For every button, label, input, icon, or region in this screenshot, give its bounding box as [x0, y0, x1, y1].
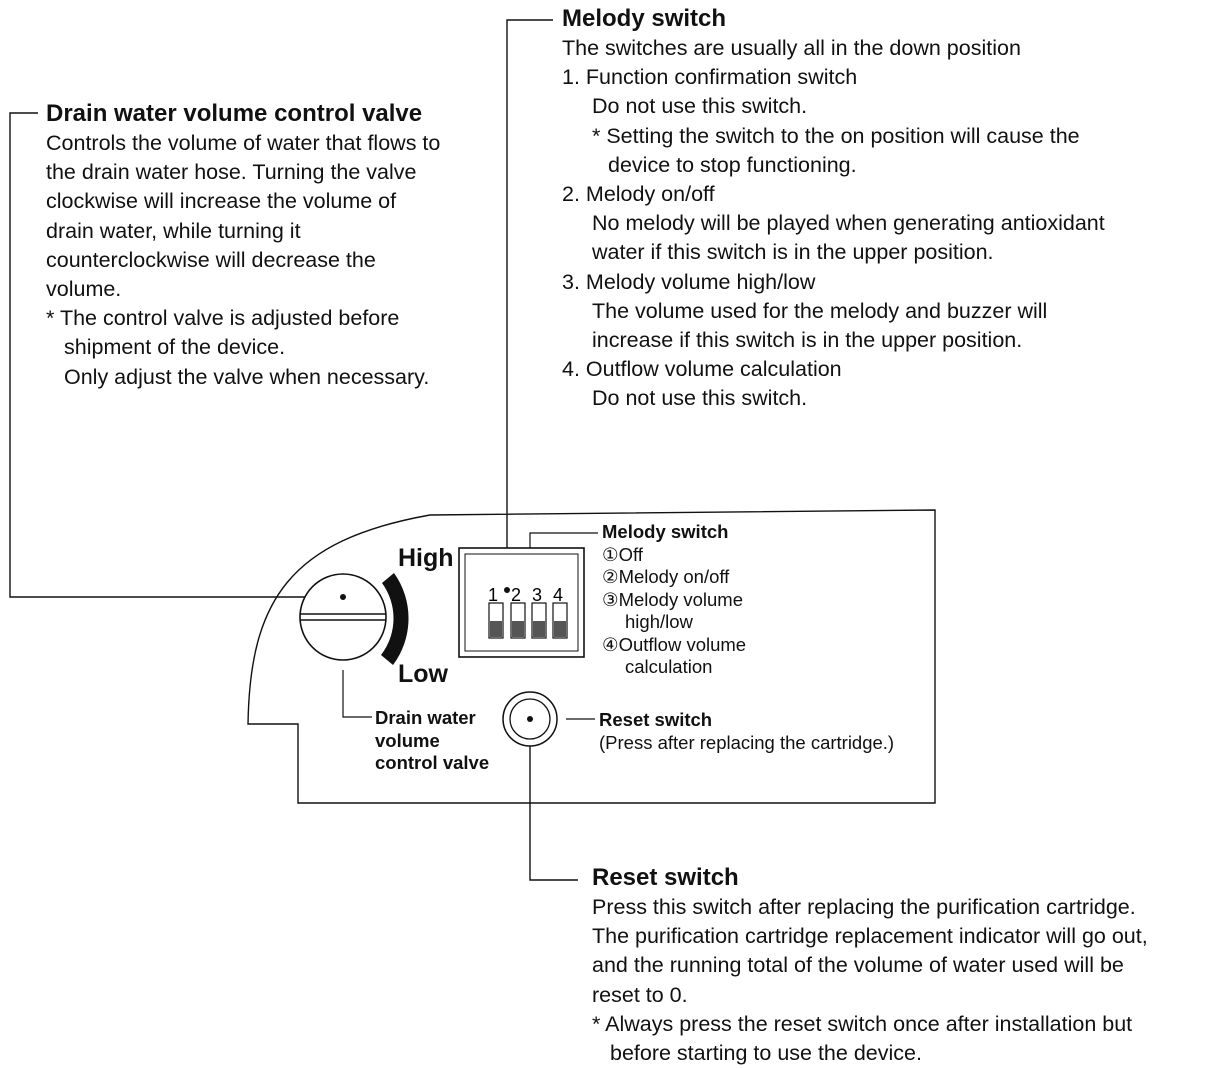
drain-note-3: Only adjust the valve when necessary.: [64, 364, 430, 389]
drain-panel-label-1: Drain water: [375, 707, 476, 728]
switch-number-4: 4: [553, 585, 563, 605]
melody-legend-item-1: ①Off: [602, 543, 643, 565]
melody-item-3-label: 3. Melody volume high/low: [562, 269, 816, 294]
melody-item-2-desc2: water if this switch is in the upper pos…: [592, 240, 994, 265]
melody-leader-line: [506, 19, 553, 590]
drain-valve-panel-label: Drain water volume control valve: [375, 707, 489, 775]
melody-legend-item-4: ④Outflow volume: [602, 633, 747, 655]
drain-valve-description: Drain water volume control valve Control…: [46, 99, 440, 392]
melody-item-1-desc: Do not use this switch.: [592, 94, 808, 119]
reset-leader-line: [529, 719, 578, 881]
reset-line-2: The purification cartridge replacement i…: [592, 924, 1148, 949]
melody-legend-item-4-cont: calculation: [625, 656, 713, 677]
melody-item-4-desc1: Do not use this switch.: [592, 386, 808, 411]
melody-legend-title: Melody switch: [602, 521, 729, 542]
drain-valve-title: Drain water volume control valve: [46, 100, 423, 127]
switch-number-2: 2: [511, 585, 521, 605]
drain-line-2: the drain water hose. Turning the valve: [46, 160, 417, 185]
melody-legend-item-2: ②Melody on/off: [602, 566, 730, 587]
melody-item-2-label: 2. Melody on/off: [562, 182, 715, 207]
melody-legend-item-3: ③Melody volume: [602, 588, 743, 610]
melody-item-1-label: 1. Function confirmation switch: [562, 65, 858, 90]
drain-line-4: drain water, while turning it: [46, 218, 301, 243]
melody-item-3-desc1: The volume used for the melody and buzze…: [592, 298, 1048, 323]
melody-switch-legend: Melody switch ①Off ②Melody on/off ③Melod…: [602, 521, 746, 679]
melody-item-1-note1: * Setting the switch to the on position …: [592, 123, 1080, 148]
drain-line-5: counterclockwise will decrease the: [46, 247, 376, 272]
reset-line-4: reset to 0.: [592, 982, 688, 1007]
melody-intro: The switches are usually all in the down…: [562, 36, 1021, 60]
low-label: Low: [398, 660, 448, 688]
switch-number-1: 1: [488, 585, 498, 605]
reset-switch-title: Reset switch: [592, 864, 739, 891]
melody-item-1-note2: device to stop functioning.: [608, 152, 857, 177]
drain-panel-label-2: volume: [375, 729, 440, 751]
drain-leader-line: [9, 112, 343, 598]
melody-switch-description: Melody switch The switches are usually a…: [562, 4, 1105, 414]
drain-valve-dial: [299, 573, 409, 665]
melody-legend-item-3-cont: high/low: [625, 611, 693, 632]
reset-note-1: * Always press the reset switch once aft…: [592, 1011, 1133, 1036]
switch-number-3: 3: [532, 585, 542, 605]
melody-switch-title: Melody switch: [562, 5, 727, 32]
drain-line-6: volume.: [46, 277, 122, 302]
reset-line-3: and the running total of the volume of w…: [592, 953, 1124, 978]
reset-panel-sub: (Press after replacing the cartridge.): [599, 731, 895, 753]
drain-line-3: clockwise will increase the volume of: [46, 189, 397, 214]
melody-item-2-desc1: No melody will be played when generating…: [592, 211, 1105, 236]
reset-panel-label: Reset switch: [599, 709, 713, 730]
drain-panel-label-3: control valve: [375, 752, 490, 773]
reset-button-graphic: [502, 691, 558, 747]
drain-note-1: * The control valve is adjusted before: [46, 306, 400, 331]
device-panel-outline: [247, 509, 936, 804]
melody-item-4-label: 4. Outflow volume calculation: [562, 357, 842, 382]
drain-note-2: shipment of the device.: [64, 335, 286, 360]
reset-note-2: before starting to use the device.: [610, 1041, 922, 1066]
high-label: High: [398, 544, 454, 572]
reset-switch-panel-label: Reset switch (Press after replacing the …: [599, 709, 894, 754]
drain-line-1: Controls the volume of water that flows …: [46, 131, 441, 155]
reset-switch-description: Reset switch Press this switch after rep…: [592, 863, 1148, 1068]
reset-line-1: Press this switch after replacing the pu…: [592, 895, 1136, 919]
dial-arc-indicator: [381, 573, 409, 665]
melody-item-3-desc2: increase if this switch is in the upper …: [592, 328, 1023, 353]
dip-switch-box: [458, 547, 585, 658]
